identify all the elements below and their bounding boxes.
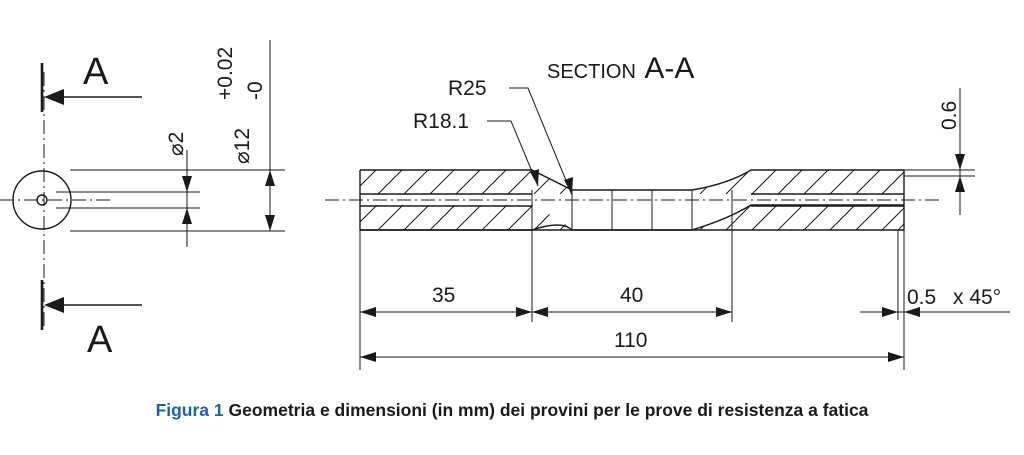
tolerance-upper: +0.02 bbox=[214, 47, 237, 100]
bore-circle bbox=[36, 194, 48, 206]
section-mark-top: A bbox=[83, 51, 109, 93]
tolerance-lower: -0 bbox=[244, 81, 267, 100]
hatching-top bbox=[360, 170, 904, 194]
outer-diameter-label: ⌀12 bbox=[231, 128, 254, 164]
outline-bottom-internal bbox=[360, 204, 904, 231]
section-arrow-bottom bbox=[44, 297, 64, 313]
section-arrow-top bbox=[44, 89, 64, 105]
technical-drawing: A A ⌀2 ⌀12 +0.02 -0 SECTION A-A bbox=[0, 40, 1010, 370]
r25-leader bbox=[509, 87, 573, 196]
figure-caption: Figura 1 Geometria e dimensioni (in mm) … bbox=[0, 400, 1024, 421]
outline-top bbox=[360, 169, 904, 191]
figure-label: Figura 1 bbox=[155, 400, 224, 420]
end-view: A A ⌀2 ⌀12 +0.02 -0 bbox=[0, 40, 285, 361]
length-left-label: 35 bbox=[432, 284, 455, 307]
section-mark-bottom: A bbox=[87, 319, 113, 361]
hatching-bottom bbox=[360, 205, 904, 230]
total-length-label: 110 bbox=[614, 329, 647, 352]
radius-r25-label: R25 bbox=[448, 77, 487, 100]
section-view: SECTION A-A bbox=[325, 52, 1010, 370]
wall-thickness-label: 0.6 bbox=[938, 101, 961, 130]
outer-circle bbox=[12, 170, 72, 230]
bore-diameter-label: ⌀2 bbox=[165, 132, 188, 156]
chamfer-angle-label: x 45° bbox=[953, 286, 1001, 309]
chamfer-size-label: 0.5 bbox=[907, 286, 936, 309]
gauge-length-label: 40 bbox=[620, 284, 643, 307]
section-title: SECTION A-A bbox=[547, 52, 694, 85]
r18-leader bbox=[487, 120, 539, 187]
figure-caption-text: Geometria e dimensioni (in mm) dei provi… bbox=[228, 400, 869, 420]
radius-r18-label: R18.1 bbox=[413, 110, 469, 133]
